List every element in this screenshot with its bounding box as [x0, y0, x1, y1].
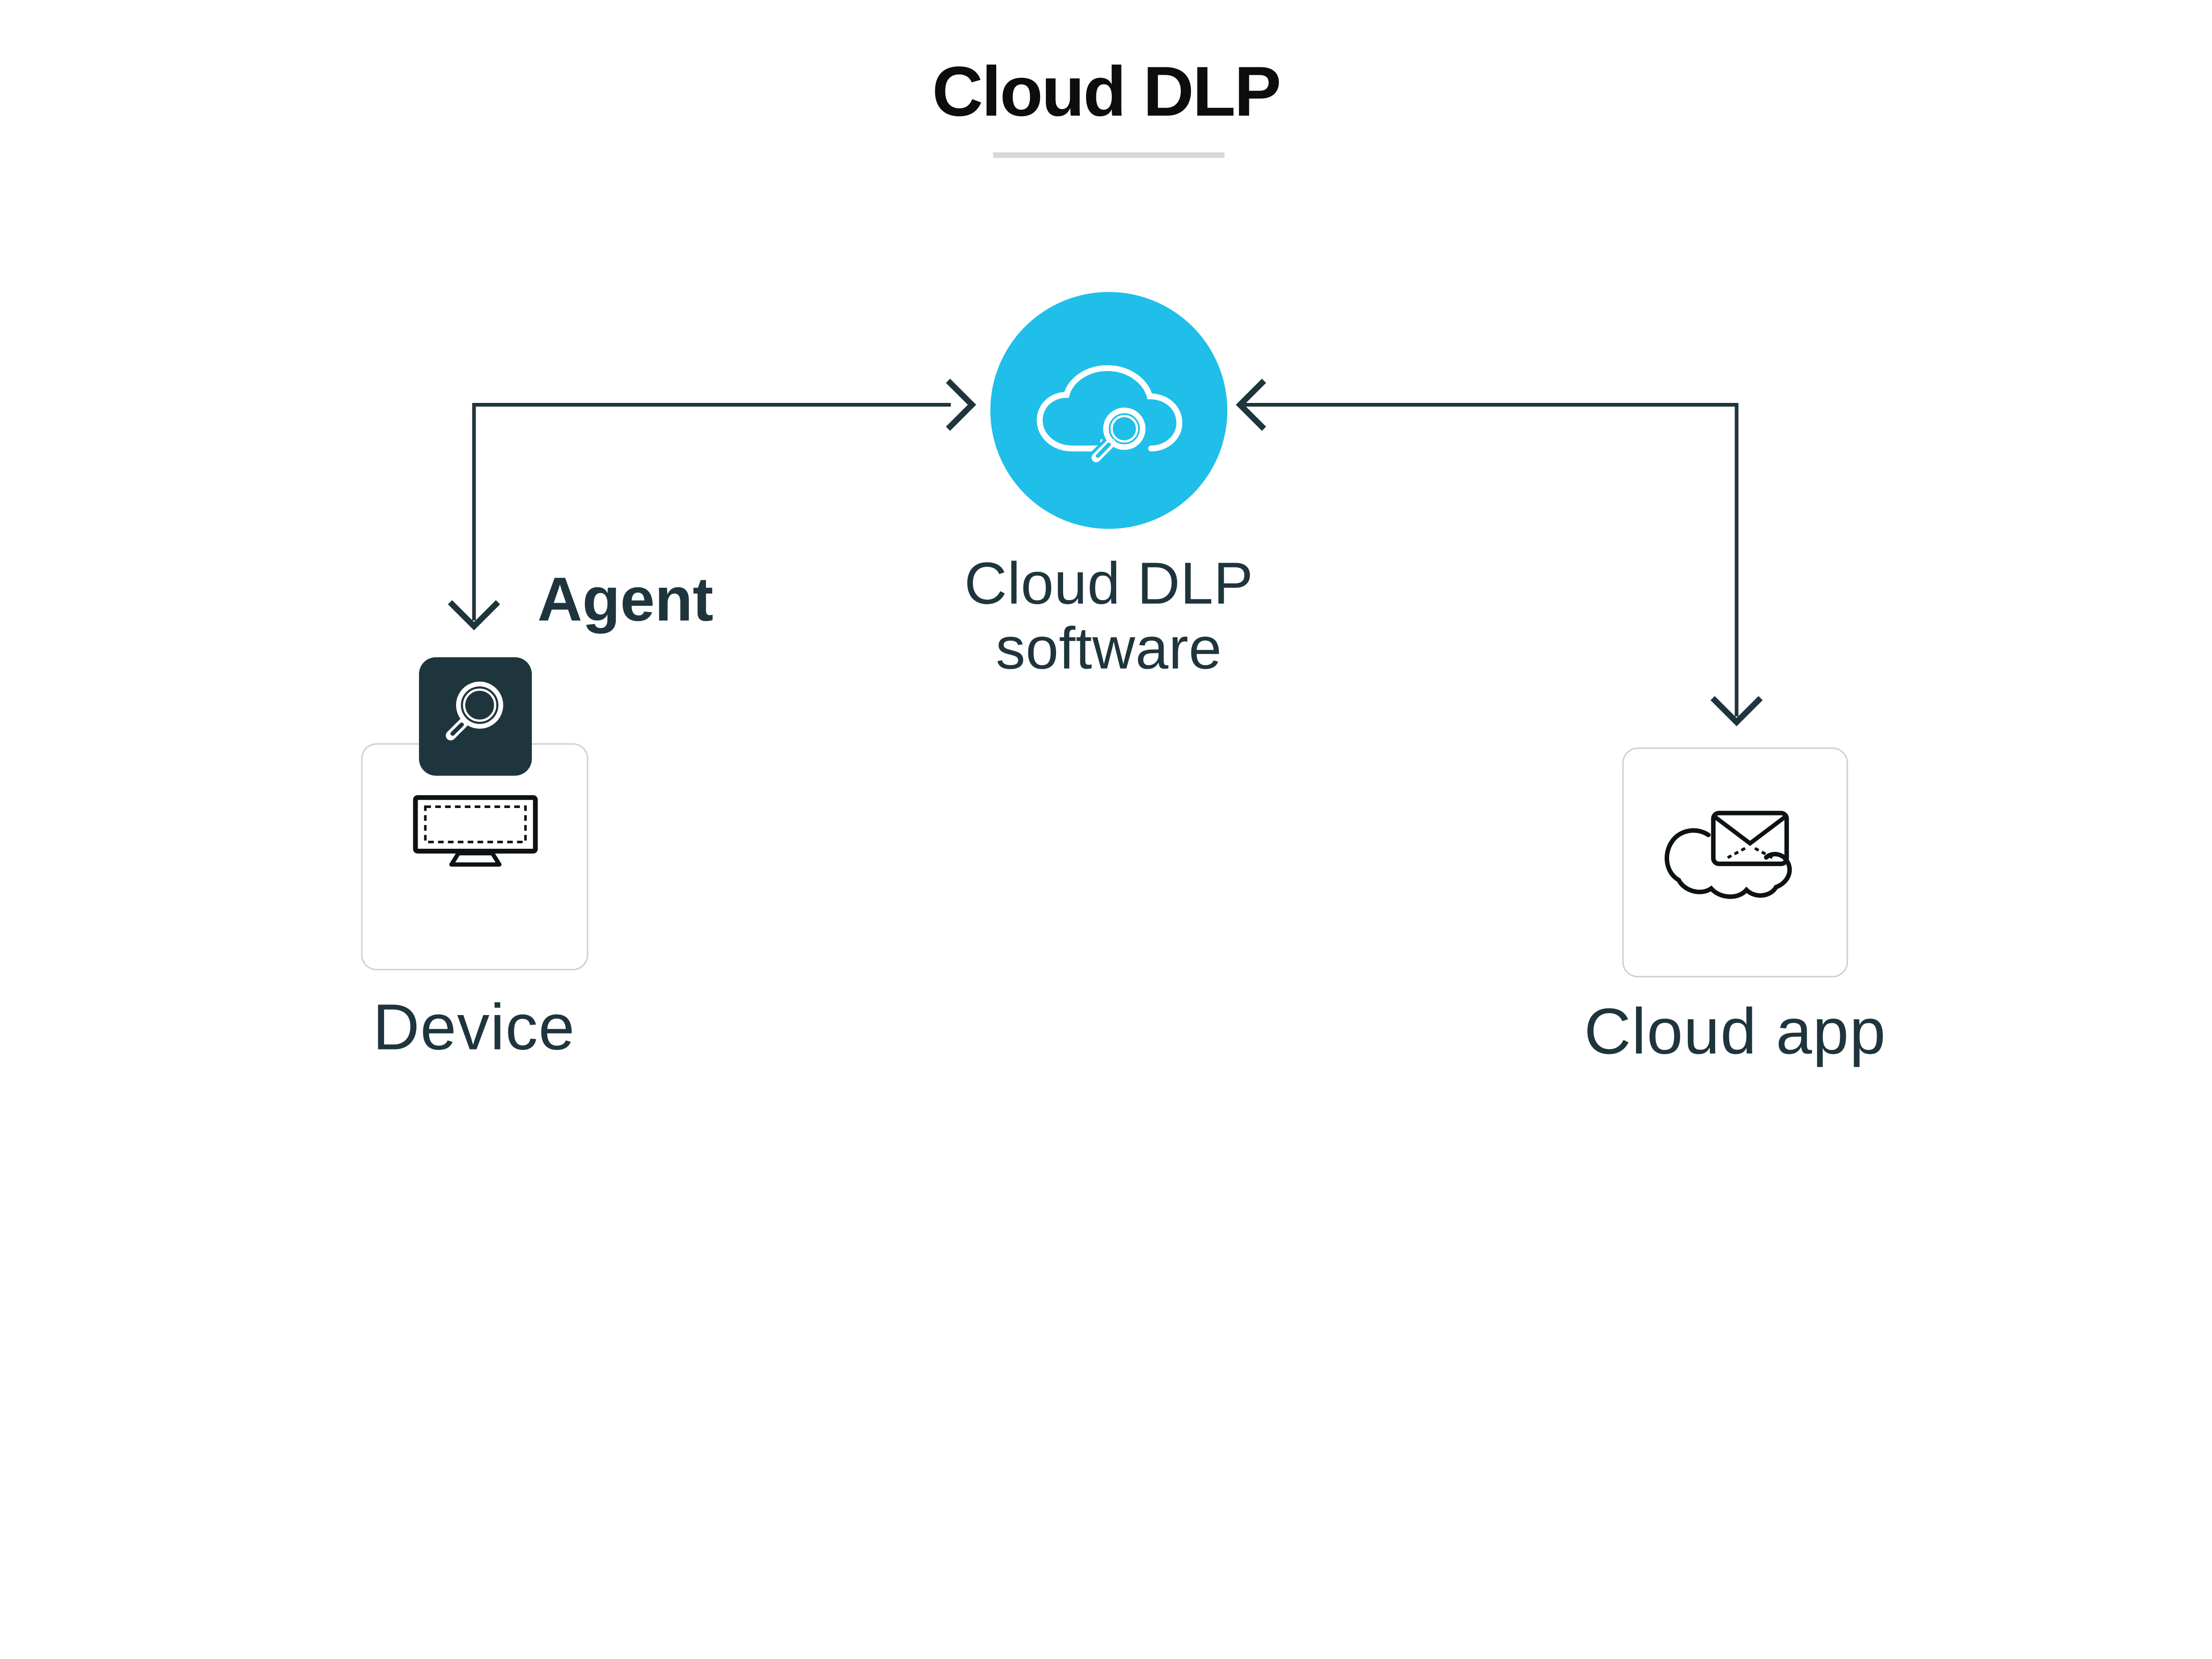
device-node	[361, 743, 588, 970]
arrowhead-right-into-hub	[946, 379, 976, 431]
diagram-title: Cloud DLP	[932, 52, 1281, 131]
cloud-dlp-software-label: Cloud DLP software	[827, 552, 1391, 680]
connector-arrows	[448, 379, 1763, 727]
title-divider	[993, 152, 1225, 158]
monitor-icon	[413, 795, 538, 867]
diagram-canvas: Cloud DLP Cloud DLP software Agent	[361, 52, 1886, 1068]
agent-label: Agent	[537, 565, 714, 635]
device-to-hub-connector	[472, 403, 951, 621]
arrowhead-down-to-device	[448, 600, 500, 631]
cloud-app-node	[1622, 747, 1848, 977]
agent-badge	[419, 657, 532, 776]
arrowhead-left-into-hub	[1236, 379, 1266, 431]
cloud-search-icon	[1037, 365, 1183, 467]
magnifier-icon	[445, 682, 503, 741]
cloud-app-label: Cloud app	[1584, 994, 1886, 1068]
device-label: Device	[373, 990, 576, 1064]
hub-label-line2: software	[995, 614, 1222, 681]
cloud-dlp-software-node	[990, 292, 1228, 529]
cloud-envelope-icon	[1664, 811, 1792, 899]
hub-label-line1: Cloud DLP	[964, 550, 1254, 617]
cloudapp-to-hub-connector	[1241, 403, 1739, 716]
arrowhead-down-to-cloudapp	[1710, 696, 1763, 727]
